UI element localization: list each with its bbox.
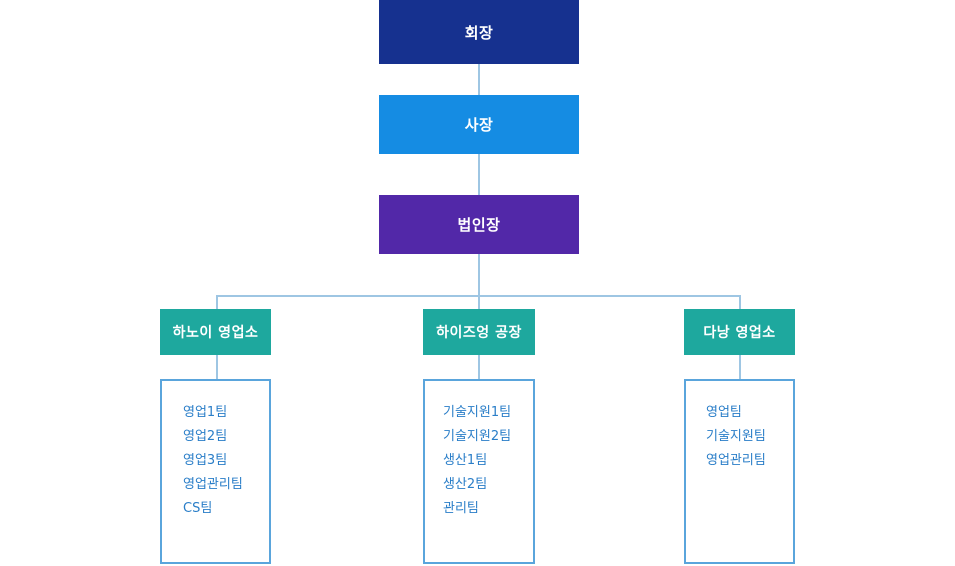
danang-teams-box: 영업팀 기술지원팀 영업관리팀 (684, 379, 795, 564)
team-item: 기술지원팀 (706, 429, 766, 444)
team-item: CS팀 (183, 501, 213, 516)
branch-danang-box: 다낭 영업소 (684, 309, 795, 355)
chairman-label: 회장 (464, 23, 494, 42)
connector-corp-down (478, 254, 480, 295)
connector-to-danang (739, 295, 741, 309)
hanoi-team-list: 영업1팀 영업2팀 영업3팀 영업관리팀 CS팀 (162, 381, 269, 521)
corporate-head-box: 법인장 (379, 195, 579, 254)
danang-team-list: 영업팀 기술지원팀 영업관리팀 (686, 381, 793, 473)
branch-haiduong-box: 하이즈엉 공장 (423, 309, 535, 355)
president-label: 사장 (464, 116, 494, 134)
connector-hanoi-teams (216, 355, 218, 379)
team-item: 기술지원2팀 (443, 429, 512, 444)
connector-factory-teams (478, 355, 480, 379)
branch-hanoi-box: 하노이 영업소 (160, 309, 271, 355)
team-item: 영업1팀 (183, 405, 228, 420)
connector-danang-teams (739, 355, 741, 379)
branch-danang-label: 다낭 영업소 (703, 325, 776, 341)
connector-to-factory (478, 295, 480, 309)
team-item: 영업팀 (706, 405, 742, 420)
president-box: 사장 (379, 95, 579, 154)
connector-president-corp (478, 154, 480, 195)
team-item: 영업2팀 (183, 429, 228, 444)
connector-to-hanoi (216, 295, 218, 309)
chairman-box: 회장 (379, 0, 579, 64)
branch-hanoi-label: 하노이 영업소 (172, 325, 259, 341)
haiduong-teams-box: 기술지원1팀 기술지원2팀 생산1팀 생산2팀 관리팀 (423, 379, 535, 564)
corporate-head-label: 법인장 (457, 216, 501, 234)
team-item: 생산1팀 (443, 453, 488, 468)
team-item: 영업관리팀 (706, 453, 766, 468)
connector-chairman-president (478, 64, 480, 95)
hanoi-teams-box: 영업1팀 영업2팀 영업3팀 영업관리팀 CS팀 (160, 379, 271, 564)
haiduong-team-list: 기술지원1팀 기술지원2팀 생산1팀 생산2팀 관리팀 (425, 381, 533, 521)
team-item: 생산2팀 (443, 477, 488, 492)
branch-haiduong-label: 하이즈엉 공장 (436, 325, 522, 341)
team-item: 관리팀 (443, 501, 479, 516)
team-item: 영업3팀 (183, 453, 228, 468)
team-item: 기술지원1팀 (443, 405, 512, 420)
team-item: 영업관리팀 (183, 477, 243, 492)
